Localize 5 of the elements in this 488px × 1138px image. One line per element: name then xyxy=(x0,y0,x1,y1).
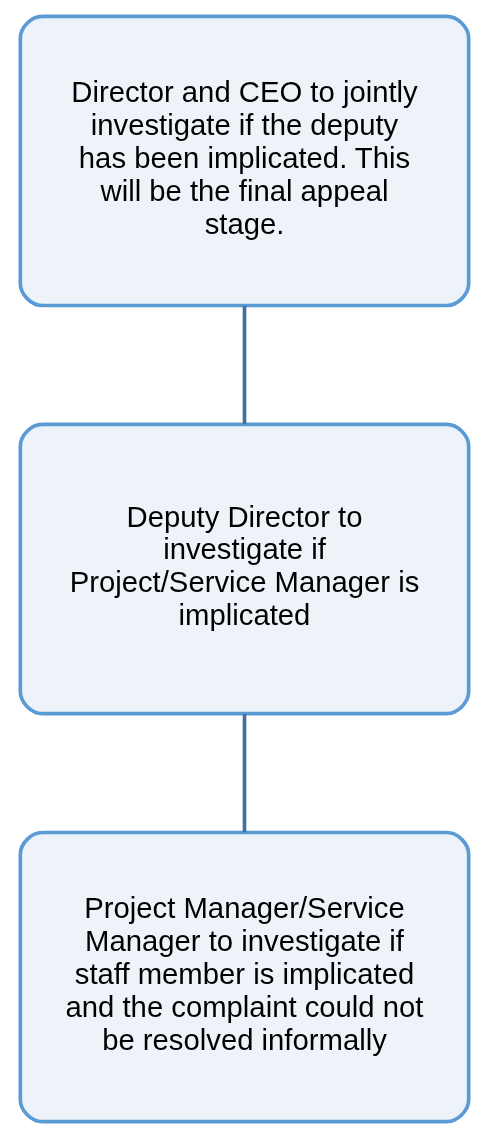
node-box: Project Manager/Service Manager to investigate if staff member is implicated and the complaint could not be resolved informally xyxy=(18,830,470,1124)
node-box: Director and CEO to jointly investigate if the deputy has been implicated. This will be the final appeal stage. xyxy=(18,14,470,308)
connector xyxy=(242,305,246,425)
node-box: Deputy Director to investigate if Project/Service Manager is implicated xyxy=(18,422,470,716)
connector xyxy=(242,714,246,833)
